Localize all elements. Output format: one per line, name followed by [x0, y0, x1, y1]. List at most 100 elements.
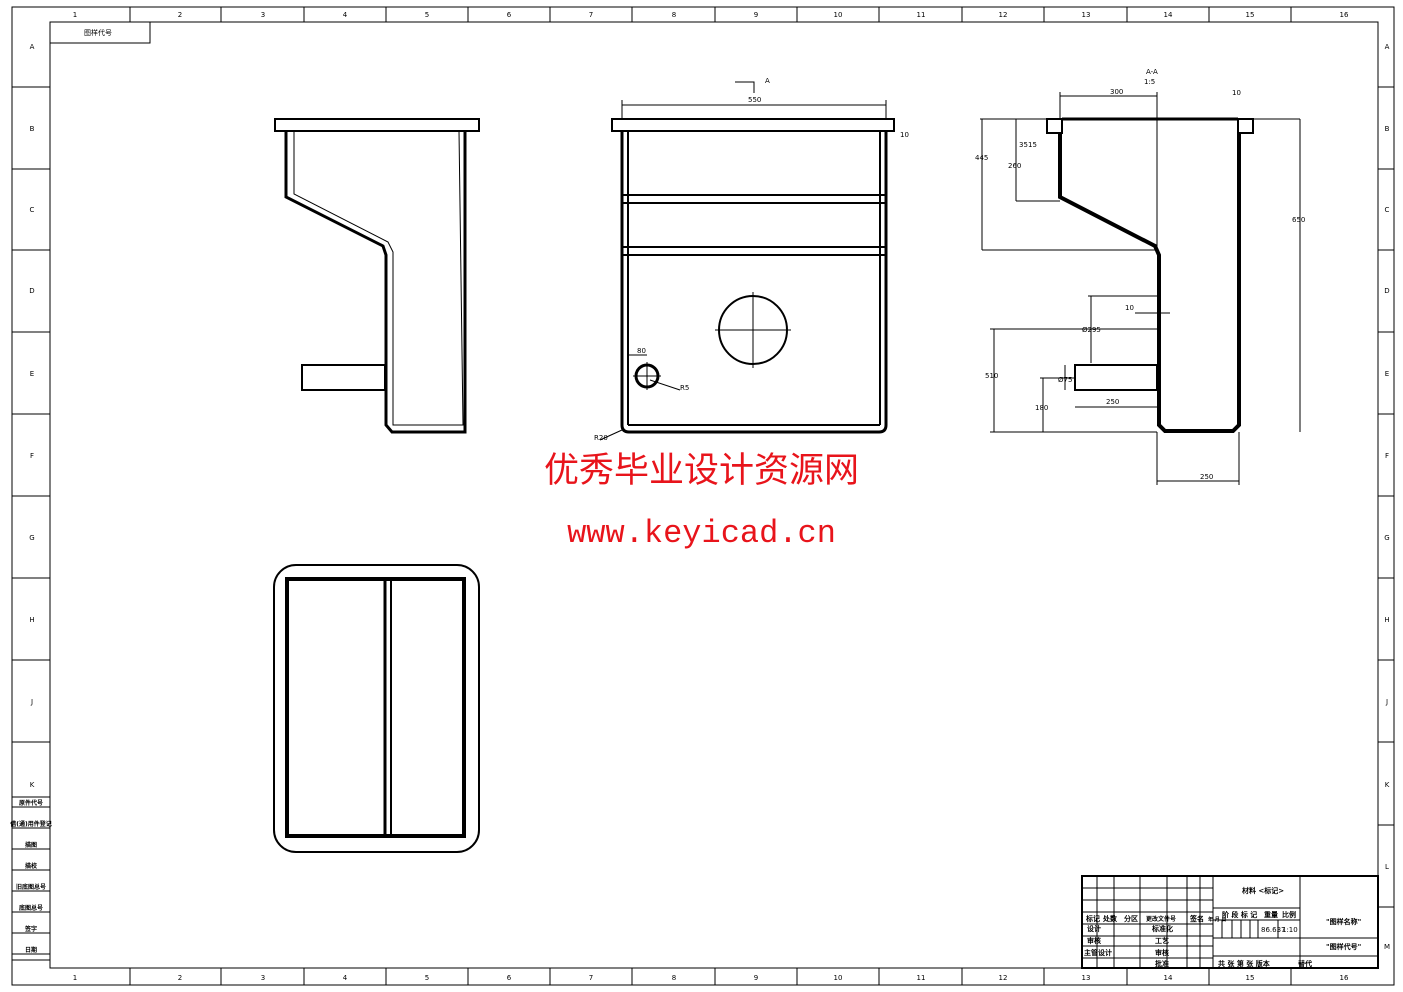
dim-pipe-zone: 510 — [985, 372, 998, 380]
zone-row-label: D — [29, 287, 34, 295]
zone-row-label: F — [30, 452, 34, 460]
dim-corner: R20 — [594, 434, 608, 442]
zone-row-label: K — [1385, 781, 1390, 789]
inner-frame — [49, 21, 1379, 969]
zone-col-label: 15 — [1246, 974, 1255, 982]
zone-col-label: 10 — [834, 974, 843, 982]
zone-col-label: 13 — [1082, 11, 1091, 19]
dim-pipe-height: 180 — [1035, 404, 1048, 412]
dim-top-width: 300 — [1110, 88, 1123, 96]
zone-col-label: 7 — [589, 974, 593, 982]
left-strip-label: 原件代号 — [19, 799, 43, 807]
dim-upper: 260 — [1008, 162, 1021, 170]
zone-col-label: 6 — [507, 974, 512, 982]
hdr: 分区 — [1124, 914, 1138, 923]
dim-d2: 15 — [1028, 141, 1037, 149]
zone-col-label: 16 — [1340, 11, 1349, 19]
dim-hole: Ø295 — [1082, 326, 1101, 334]
zone-row-label: J — [1385, 698, 1388, 706]
hdr: 签名 — [1189, 914, 1204, 923]
dim-flange-t: 10 — [1232, 89, 1241, 97]
hdr: 更改文件号 — [1146, 915, 1176, 923]
watermark-url[interactable]: www.keyicad.cn — [567, 515, 836, 552]
zone-row-label: E — [30, 370, 34, 378]
role: 设计 — [1087, 924, 1101, 933]
zone-col-label: 5 — [425, 11, 429, 19]
zone-row-label: A — [1385, 43, 1390, 51]
left-strip-label: 底图总号 — [19, 904, 43, 912]
role: 主管设计 — [1084, 948, 1112, 957]
zone-row-label: H — [1384, 616, 1389, 624]
dim-radius: R5 — [680, 384, 689, 392]
left-strip-label: 描校 — [25, 862, 38, 870]
section-view: A-A 1:5 300 10 445 260 35 15 650 10 Ø295… — [975, 68, 1305, 485]
dim-wall: 10 — [1125, 304, 1134, 312]
role: 工艺 — [1155, 936, 1169, 945]
material: 材料 <标记> — [1241, 886, 1284, 895]
hdr: 处数 — [1102, 914, 1118, 923]
zone-col-label: 16 — [1340, 974, 1349, 982]
zone-col-label: 9 — [754, 974, 758, 982]
dim-bottom-width: 250 — [1200, 473, 1213, 481]
dim-hole-pos: 80 — [637, 347, 646, 355]
zone-row-label: B — [1385, 125, 1390, 133]
zone-col-label: 8 — [672, 974, 676, 982]
zone-row-label: H — [29, 616, 34, 624]
zone-row-label: A — [30, 43, 35, 51]
zone-col-label: 12 — [999, 11, 1008, 19]
replace-label: 替代 — [1298, 959, 1312, 968]
scale-header: 比例 — [1282, 910, 1296, 919]
zone-row-label: D — [1384, 287, 1389, 295]
zone-col-label: 11 — [917, 11, 926, 19]
section-scale: 1:5 — [1144, 78, 1155, 86]
weight-value: 86.637 — [1261, 926, 1286, 934]
hdr: 年 月 日 — [1208, 916, 1226, 923]
zone-col-label: 2 — [178, 11, 182, 19]
zone-row-label: C — [1385, 206, 1390, 214]
zone-row-label: K — [30, 781, 35, 789]
section-mark: A — [765, 77, 770, 85]
side-view — [274, 118, 480, 434]
role: 审核 — [1087, 936, 1101, 945]
dim-upper-total: 445 — [975, 154, 988, 162]
left-strip-label: 日期 — [25, 946, 37, 954]
role: 标准化 — [1151, 924, 1173, 933]
dim-d1: 35 — [1019, 141, 1028, 149]
zone-col-label: 15 — [1246, 11, 1255, 19]
left-strip-label: 描图 — [25, 841, 37, 849]
title-block: 材料 <标记> 标记 处数 分区 更改文件号 签名 年 月 日 设计 审核 主管… — [1081, 875, 1379, 969]
zone-col-label: 7 — [589, 11, 593, 19]
zone-col-label: 14 — [1164, 11, 1173, 19]
zone-row-label: J — [30, 698, 33, 706]
zone-col-label: 12 — [999, 974, 1008, 982]
sheet-info: 共 张 第 张 版本 — [1218, 959, 1270, 968]
left-strip-label: 借(通)用件登记 — [9, 820, 52, 828]
zone-col-label: 6 — [507, 11, 512, 19]
zone-row-label: C — [30, 206, 35, 214]
zone-col-label: 14 — [1164, 974, 1173, 982]
zone-col-label: 10 — [834, 11, 843, 19]
zone-col-label: 2 — [178, 974, 182, 982]
zone-col-label: 3 — [261, 11, 265, 19]
zone-col-label: 8 — [672, 11, 676, 19]
dim-width: 550 — [748, 96, 761, 104]
zone-row-label: E — [1385, 370, 1389, 378]
zone-col-label: 3 — [261, 974, 265, 982]
zone-row-label: G — [1384, 534, 1389, 542]
weight-header: 重量 — [1264, 910, 1278, 919]
role: 批准 — [1155, 959, 1169, 968]
zone-row-label: G — [29, 534, 34, 542]
left-strip-label: 签字 — [24, 925, 37, 933]
role: 审核 — [1155, 948, 1169, 957]
zone-col-label: 13 — [1082, 974, 1091, 982]
zone-col-label: 4 — [343, 11, 348, 19]
drawing-code: "图样代号" — [1326, 942, 1361, 951]
left-strip-label: 旧底图总号 — [16, 883, 46, 891]
zone-markers: 1122334455667788991010111112121313141415… — [12, 7, 1394, 985]
zone-col-label: 9 — [754, 11, 758, 19]
drawing-name: "图样名称" — [1326, 917, 1361, 926]
zone-col-label: 1 — [73, 974, 77, 982]
zone-col-label: 1 — [73, 11, 77, 19]
zone-col-label: 11 — [917, 974, 926, 982]
